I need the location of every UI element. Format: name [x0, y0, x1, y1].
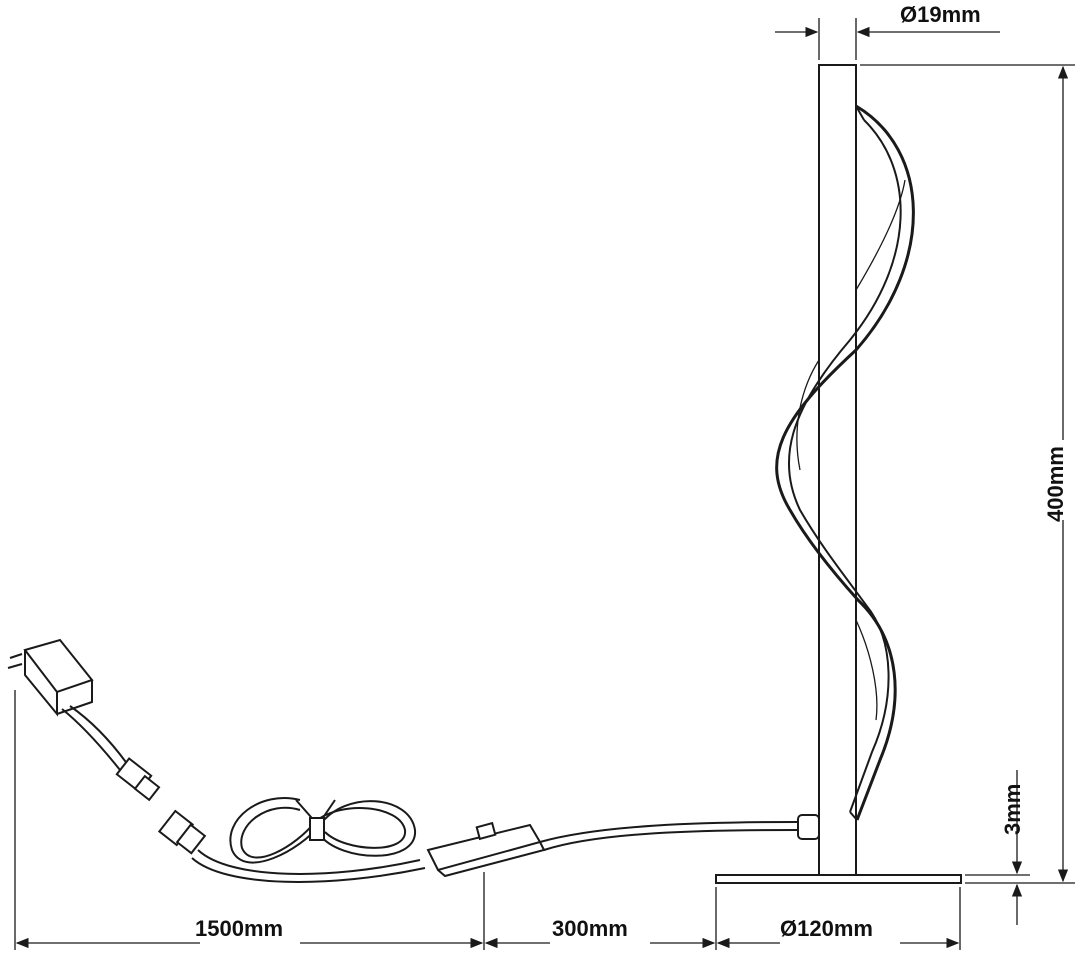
power-adapter — [7, 638, 161, 802]
lamp-base — [715, 874, 962, 884]
height-label: 400mm — [1043, 446, 1068, 522]
base-diameter-label: Ø120mm — [780, 916, 873, 941]
dimension-height: 400mm — [860, 64, 1075, 884]
base-thickness-label: 3mm — [1000, 784, 1025, 835]
coiled-cable — [191, 797, 426, 883]
inline-switch — [426, 821, 546, 878]
dimension-base-thickness: 3mm — [965, 770, 1030, 925]
cable-to-lamp — [539, 821, 799, 843]
dc-connector — [157, 809, 207, 855]
dimension-bottom-chain: 1500mm 300mm Ø120mm — [14, 690, 961, 950]
spiral-led-ribbon — [775, 104, 915, 821]
cable-entry — [797, 814, 820, 840]
pole-diameter-label: Ø19mm — [900, 2, 981, 27]
switch-cable-length-label: 300mm — [552, 916, 628, 941]
cable-length-label: 1500mm — [195, 916, 283, 941]
dimension-pole-diameter: Ø19mm — [775, 2, 1000, 60]
switch-toggle-button — [475, 821, 497, 841]
lamp-pole — [818, 64, 857, 878]
